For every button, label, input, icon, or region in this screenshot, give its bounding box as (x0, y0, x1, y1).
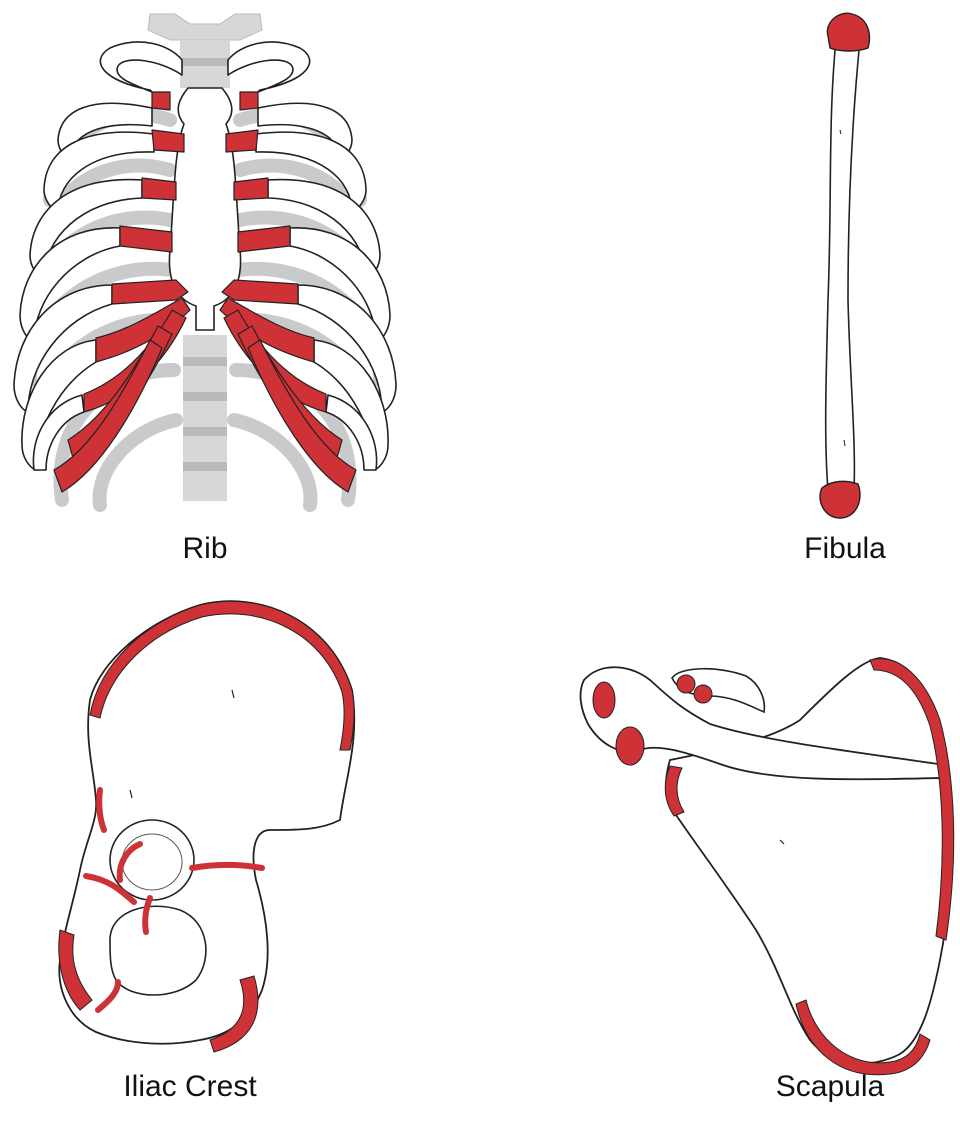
fibula-head (827, 13, 869, 51)
iliac-crest-label: Iliac Crest (90, 1070, 290, 1104)
rib-panel: Rib (0, 0, 420, 540)
fibula-illustration (740, 0, 960, 540)
scapula-panel: Scapula (560, 640, 960, 1132)
hip-bone-illustration (0, 580, 440, 1080)
iliac-crest-panel: Iliac Crest (0, 580, 440, 1132)
scapula-body (666, 658, 951, 1063)
fibula-panel: Fibula (740, 0, 960, 580)
scapula-label: Scapula (760, 1070, 900, 1104)
obturator-foramen (110, 906, 206, 995)
fibula-shaft (826, 40, 860, 490)
fibula-lateral-malleolus (820, 481, 860, 518)
fibula-label: Fibula (780, 532, 910, 566)
rib-cage-illustration (0, 0, 420, 540)
rib-label: Rib (160, 532, 250, 566)
scapula-illustration (560, 640, 960, 1080)
